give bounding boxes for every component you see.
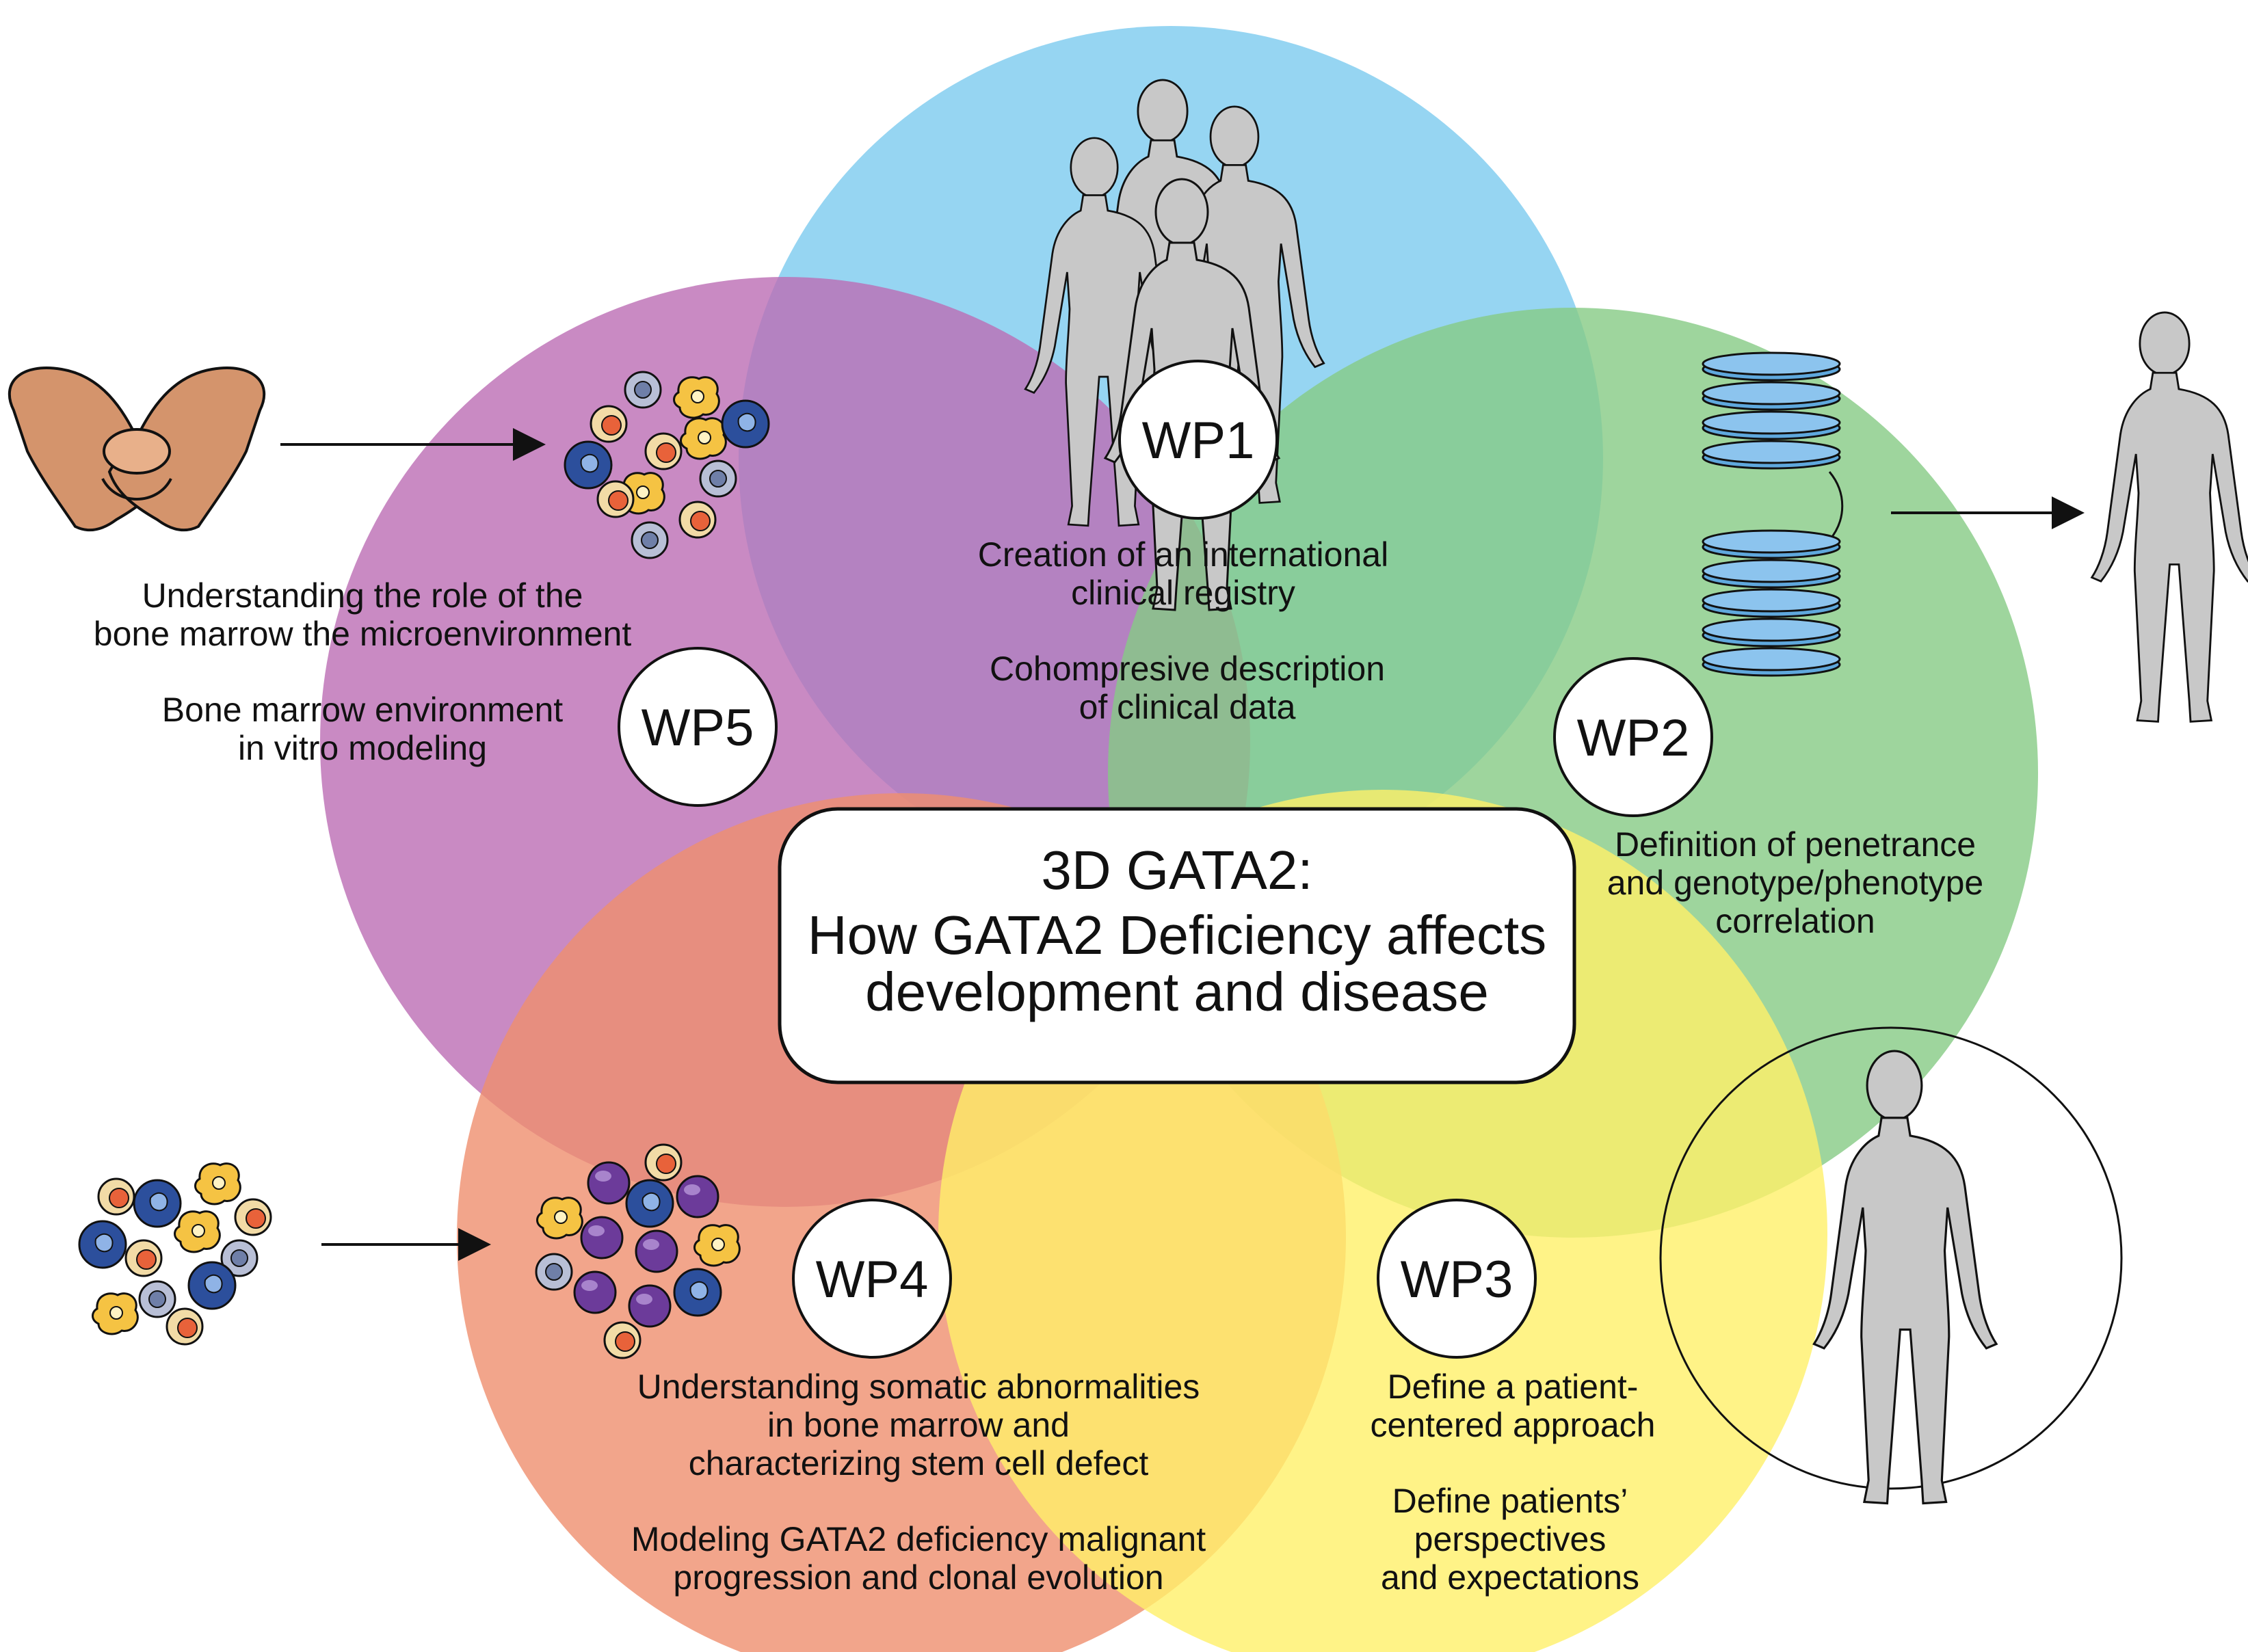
wp1-line-5: of clinical data: [1079, 688, 1296, 726]
wp1-line-4: Cohompresive description: [990, 650, 1385, 688]
wp1-description: Creation of an international clinical re…: [978, 535, 1388, 726]
wp2-line-2: and genotype/phenotype: [1607, 864, 1984, 902]
wp3-description: Define a patient- centered approach Defi…: [1371, 1368, 1656, 1597]
title-line-2: How GATA2 Deficiency affects: [808, 905, 1546, 965]
wp5-label: WP5: [642, 699, 754, 757]
patient-focus-circle: [1659, 1026, 2123, 1490]
wp4-line-5: Modeling GATA2 deficiency malignant: [631, 1520, 1206, 1558]
title-line-1: 3D GATA2:: [1041, 840, 1312, 901]
chromatin-icon: [1702, 351, 1844, 677]
wp4-line-3: characterizing stem cell defect: [689, 1444, 1149, 1482]
wp4-description: Understanding somatic abnormalities in b…: [631, 1368, 1206, 1597]
wp5-badge: WP5: [618, 647, 778, 807]
wp1-line-2: clinical registry: [1071, 574, 1295, 612]
wp2-line-1: Definition of penetrance: [1615, 825, 1976, 864]
wp3-label: WP3: [1401, 1251, 1513, 1309]
wp4-line-6: progression and clonal evolution: [673, 1558, 1163, 1597]
wp2-label: WP2: [1577, 709, 1690, 767]
arrow-right-icon: [280, 428, 2085, 1261]
wp5-line-5: in vitro modeling: [238, 729, 487, 767]
wp1-line-1: Creation of an international: [978, 535, 1388, 574]
person-silhouette-icon: [2091, 311, 2248, 723]
wp4-label: WP4: [816, 1251, 929, 1309]
wp3-line-4: Define patients’: [1392, 1482, 1628, 1520]
title-box: 3D GATA2: How GATA2 Deficiency affects d…: [778, 807, 1576, 1084]
wp1-badge: WP1: [1118, 360, 1278, 520]
wp3-badge: WP3: [1377, 1199, 1537, 1359]
wp5-line-1: Understanding the role of the: [142, 576, 583, 615]
pelvis-bone-icon: [8, 367, 266, 532]
wp2-badge: WP2: [1553, 657, 1713, 817]
wp3-line-2: centered approach: [1371, 1406, 1656, 1444]
wp3-line-5: perspectives: [1414, 1520, 1606, 1558]
wp2-description: Definition of penetrance and genotype/ph…: [1607, 825, 1984, 940]
title-line-3: development and disease: [865, 961, 1489, 1022]
wp5-line-4: Bone marrow environment: [162, 691, 563, 729]
wp1-label: WP1: [1142, 412, 1255, 470]
wp3-line-6: and expectations: [1381, 1558, 1639, 1597]
wp5-line-2: bone marrow the microenvironment: [94, 615, 632, 653]
wp4-line-1: Understanding somatic abnormalities: [637, 1368, 1200, 1406]
wp3-line-1: Define a patient-: [1388, 1368, 1639, 1406]
wp4-line-2: in bone marrow and: [767, 1406, 1070, 1444]
wp5-description: Understanding the role of the bone marro…: [94, 576, 632, 767]
bone-marrow-cells-icon: [78, 1162, 272, 1346]
wp4-badge: WP4: [792, 1199, 952, 1359]
wp2-line-3: correlation: [1715, 902, 1875, 940]
